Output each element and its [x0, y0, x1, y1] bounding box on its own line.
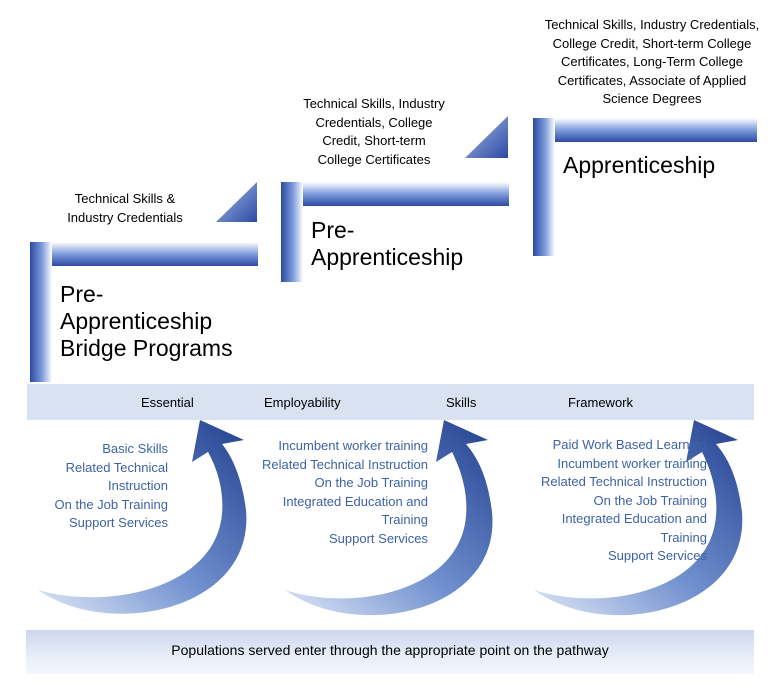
- service-item: On the Job Training: [54, 496, 168, 512]
- step-1-title-line: Apprenticeship: [60, 308, 213, 334]
- step-3-credentials: Technical Skills, Industry Credentials, …: [532, 16, 772, 109]
- step-1-title-line: Pre-: [60, 281, 104, 307]
- footer-text: Populations served enter through the app…: [171, 642, 609, 658]
- step-2-title-line: Pre-: [311, 217, 355, 243]
- service-item: Paid Work Based Learning: [552, 437, 707, 452]
- credential-line: College Certificates: [317, 151, 431, 167]
- credential-line: Credit, Short-term: [322, 133, 426, 148]
- service-item: Support Services: [329, 530, 428, 546]
- credential-line: Technical Skills, Industry: [303, 96, 445, 111]
- step-3-title: Apprenticeship: [563, 152, 715, 179]
- step-1-title-line: Bridge Programs: [60, 335, 233, 361]
- band-label-framework: Framework: [568, 395, 634, 410]
- service-item: Training: [660, 529, 707, 545]
- service-item: Related Technical Instruction: [262, 456, 428, 472]
- credential-line: Certificates, Associate of Applied: [557, 72, 747, 88]
- step-2-credentials: Technical Skills, Industry Credentials, …: [290, 95, 458, 169]
- service-item: Basic Skills: [102, 441, 168, 456]
- step-2-bracket: [281, 182, 509, 282]
- service-item: Instruction: [108, 478, 168, 493]
- service-item: Support Services: [608, 548, 707, 563]
- step-1-triangle: [216, 182, 257, 222]
- services-list-3: Paid Work Based Learning Incumbent worke…: [508, 436, 707, 566]
- step-2-title: Pre- Apprenticeship: [311, 217, 463, 271]
- service-item: Related Technical: [65, 459, 168, 475]
- band-label-skills: Skills: [446, 395, 477, 410]
- service-item: Integrated Education and: [282, 493, 428, 509]
- credential-line: Credentials, College: [315, 114, 433, 130]
- credential-line: Technical Skills, Industry Credentials,: [544, 17, 760, 32]
- service-item: Support Services: [69, 515, 168, 530]
- step-1-bracket: [30, 242, 258, 382]
- step-1-credentials: Technical Skills & Industry Credentials: [40, 190, 210, 227]
- service-item: Integrated Education and: [561, 511, 707, 526]
- services-list-1: Basic Skills Related Technical Instructi…: [30, 440, 168, 533]
- services-list-2: Incumbent worker training Related Techni…: [230, 437, 428, 548]
- band-label-employability: Employability: [264, 395, 341, 410]
- credential-line: Certificates, Long-Term College: [560, 54, 744, 69]
- service-item: On the Job Training: [593, 492, 707, 508]
- step-1-title: Pre- Apprenticeship Bridge Programs: [60, 281, 233, 362]
- band-label-essential: Essential: [141, 395, 194, 410]
- service-item: Related Technical Instruction: [541, 474, 707, 489]
- credential-line: Science Degrees: [602, 91, 702, 106]
- service-item: Incumbent worker training: [557, 455, 707, 471]
- curved-arrow-1: [38, 420, 247, 614]
- step-2-triangle: [465, 116, 508, 158]
- step-2-title-line: Apprenticeship: [311, 244, 464, 270]
- service-item: On the Job Training: [314, 475, 428, 490]
- credential-line: College Credit, Short-term College: [552, 35, 752, 51]
- framework-band: Essential Employability Skills Framework: [27, 384, 754, 420]
- service-item: Training: [381, 512, 428, 527]
- curved-arrow-3: [534, 420, 743, 616]
- credential-line: Technical Skills &: [74, 191, 176, 206]
- service-item: Incumbent worker training: [278, 438, 428, 453]
- footer-band: Populations served enter through the app…: [26, 630, 754, 674]
- curved-arrow-2: [285, 420, 493, 616]
- step-3-title-line: Apprenticeship: [563, 152, 716, 178]
- credential-line: Industry Credentials: [67, 209, 183, 225]
- step-3-bracket: [533, 118, 757, 256]
